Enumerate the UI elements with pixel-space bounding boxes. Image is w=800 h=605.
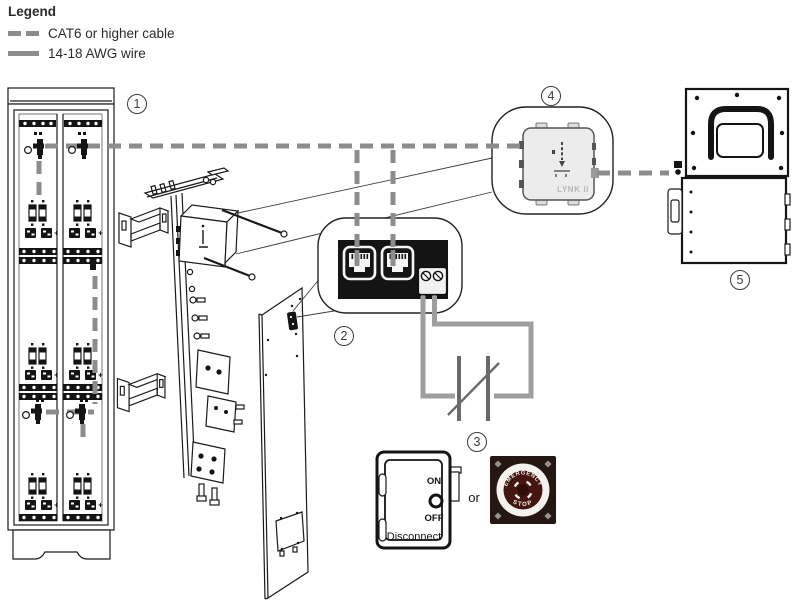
inverter-latch	[667, 188, 683, 235]
gateway-device-graphic: LYNK II	[519, 122, 599, 206]
legend: Legend CAT6 or higher cable 14-18 AWG wi…	[8, 4, 175, 63]
legend-label-awg: 14-18 AWG wire	[48, 45, 146, 61]
callout-number-5: 5	[730, 270, 750, 290]
mounting-bracket-assembly-graphic	[116, 167, 288, 506]
screw-icon	[544, 460, 552, 468]
screw-icon	[544, 512, 552, 520]
gateway-callout: LYNK II	[491, 106, 614, 215]
or-label: or	[468, 490, 480, 505]
cabinet-cable-elbow-icons	[22, 138, 96, 425]
callout-number-1: 1	[127, 94, 147, 114]
awg-wire-loop	[420, 296, 534, 421]
comm-panel-graphic	[258, 286, 309, 600]
screw-icon	[494, 460, 502, 468]
callout-number-4: 4	[541, 86, 561, 106]
svg-text:STOP: STOP	[512, 499, 535, 508]
screw-icon	[494, 512, 502, 520]
hinge-icon	[378, 473, 387, 497]
estop-bottom-label: STOP	[512, 499, 533, 508]
battery-cabinet-graphic	[7, 87, 115, 560]
awg-solid-line-icon	[8, 50, 40, 56]
legend-title: Legend	[8, 4, 57, 19]
emergency-stop-graphic: EMERGENCY STOP	[490, 456, 556, 524]
inverter-graphic	[667, 87, 791, 265]
hinge-icon	[378, 518, 387, 542]
contact-symbol	[457, 356, 490, 421]
comm-ports-callout	[317, 217, 463, 314]
legend-label-cat6: CAT6 or higher cable	[48, 25, 175, 41]
inverter-handle	[708, 106, 774, 160]
gateway-status-icon	[552, 142, 570, 177]
disconnect-on-label: ON	[427, 476, 441, 487]
legend-item-cat6: CAT6 or higher cable	[8, 23, 175, 43]
disconnect-name-label: Disconnect	[387, 531, 441, 543]
disconnect-indicator-icon	[428, 493, 444, 509]
callout-number-2: 2	[334, 326, 354, 346]
callout-number-3: 3	[467, 432, 487, 452]
gateway-brand-label: LYNK II	[557, 185, 589, 194]
legend-item-awg: 14-18 AWG wire	[8, 43, 175, 63]
cat6-dashed-line-icon	[8, 30, 40, 36]
disconnect-off-label: OFF	[425, 513, 444, 524]
disconnect-switch-graphic: ON OFF Disconnect	[375, 450, 462, 550]
